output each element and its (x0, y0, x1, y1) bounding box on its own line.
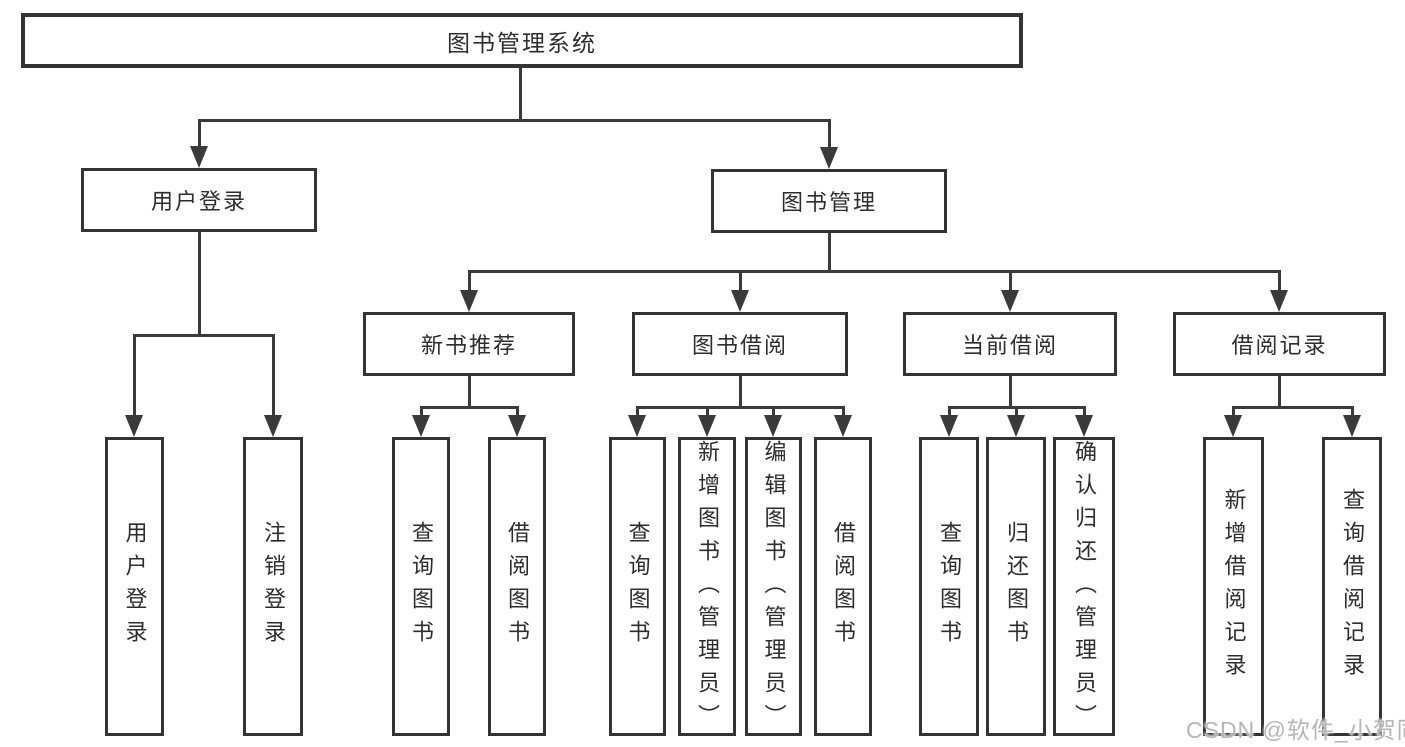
arrowhead-leaf-borrow-newrec (508, 415, 526, 437)
arrowhead-leaf-add-books (698, 415, 716, 437)
arrowhead-leaf-return-books (1007, 415, 1025, 437)
connector-book-management-stem (828, 233, 831, 273)
node-current-borrow: 当前借阅 (903, 312, 1117, 376)
arrowhead-leaf-logout (264, 415, 282, 437)
connector-to-leaf-query-current (948, 406, 951, 417)
leaf-add-borrow-record: 新增借阅记录 (1203, 437, 1264, 736)
leaf-query-books-current-label: 查询图书 (937, 520, 962, 653)
leaf-borrow-books-borrow-label: 借阅图书 (831, 520, 856, 653)
leaf-borrow-books-newrec: 借阅图书 (488, 437, 546, 736)
connector-borrow-records-branch (1232, 406, 1354, 409)
connector-to-leaf-query-borrow (636, 406, 639, 417)
connector-to-new-book-recommend (468, 270, 471, 293)
leaf-add-books-admin-label: 新增图书（管理员） (695, 440, 720, 737)
node-book-management: 图书管理 (711, 169, 947, 233)
connector-to-leaf-add-books (706, 406, 709, 417)
leaf-user-login-label: 用户登录 (122, 520, 148, 653)
connector-to-leaf-logout (272, 334, 275, 417)
node-root: 图书管理系统 (21, 13, 1023, 68)
leaf-confirm-return-admin-label: 确认归还（管理员） (1072, 440, 1097, 737)
connector-borrow-records-stem (1278, 376, 1281, 409)
leaf-query-books-borrow-label: 查询图书 (625, 520, 651, 653)
arrowhead-current-borrow (1001, 290, 1019, 312)
leaf-query-borrow-record: 查询借阅记录 (1322, 437, 1382, 736)
arrowhead-leaf-query-record (1343, 415, 1361, 437)
connector-to-leaf-query-record (1351, 406, 1354, 417)
arrowhead-new-book-recommend (460, 290, 478, 312)
leaf-add-books-admin: 新增图书（管理员） (678, 437, 736, 737)
connector-to-leaf-confirm-return (1083, 406, 1086, 417)
leaf-query-books-newrec-label: 查询图书 (409, 520, 434, 653)
connector-new-book-recommend-branch (420, 406, 519, 409)
leaf-logout-label: 注销登录 (261, 520, 286, 653)
csdn-watermark: CSDN @软件_小贺同学 (1186, 717, 1405, 743)
arrowhead-leaf-user-login (125, 415, 143, 437)
leaf-return-books: 归还图书 (986, 437, 1046, 736)
leaf-query-borrow-record-label: 查询借阅记录 (1340, 487, 1365, 686)
connector-to-book-borrow (739, 270, 742, 293)
connector-to-leaf-edit-books (772, 406, 775, 417)
leaf-user-login: 用户登录 (105, 437, 164, 736)
arrowhead-leaf-query-current (940, 415, 958, 437)
connector-book-management-branch (468, 270, 1281, 273)
connector-current-borrow-stem (1009, 376, 1012, 409)
leaf-query-books-newrec: 查询图书 (392, 437, 450, 736)
node-new-book-recommend: 新书推荐 (363, 312, 575, 376)
leaf-return-books-label: 归还图书 (1004, 520, 1029, 653)
leaf-query-books-borrow: 查询图书 (609, 437, 666, 736)
connector-to-leaf-add-record (1232, 406, 1235, 417)
connector-user-login-branch (133, 334, 275, 337)
arrowhead-leaf-confirm-return (1075, 415, 1093, 437)
connector-to-leaf-return-books (1015, 406, 1018, 417)
connector-user-login-stem (198, 232, 201, 336)
arrowhead-book-borrow (731, 290, 749, 312)
connector-to-user-login (198, 119, 201, 149)
arrowhead-borrow-records (1270, 290, 1288, 312)
connector-root-stem (519, 68, 522, 120)
node-borrow-records: 借阅记录 (1173, 312, 1386, 376)
connector-book-borrow-stem (739, 376, 742, 409)
connector-book-borrow-branch (636, 406, 845, 409)
arrowhead-leaf-query-borrow (628, 415, 646, 437)
connector-to-leaf-borrow-newrec (516, 406, 519, 417)
connector-to-borrow-records (1278, 270, 1281, 293)
leaf-edit-books-admin: 编辑图书（管理员） (745, 437, 802, 737)
connector-to-book-management (828, 119, 831, 150)
leaf-borrow-books-borrow: 借阅图书 (814, 437, 872, 736)
leaf-logout: 注销登录 (243, 437, 303, 736)
connector-new-book-recommend-stem (468, 376, 471, 409)
connector-to-leaf-borrow-books (842, 406, 845, 417)
connector-to-leaf-user-login (133, 334, 136, 417)
arrowhead-leaf-query-newrec (412, 415, 430, 437)
connector-root-branch (198, 119, 831, 122)
leaf-query-books-current: 查询图书 (919, 437, 979, 736)
node-user-login: 用户登录 (81, 168, 317, 232)
connector-to-leaf-query-newrec (420, 406, 423, 417)
node-book-borrow: 图书借阅 (632, 312, 848, 376)
leaf-confirm-return-admin: 确认归还（管理员） (1053, 437, 1115, 737)
leaf-add-borrow-record-label: 新增借阅记录 (1221, 487, 1247, 686)
arrowhead-user-login (190, 146, 208, 168)
arrowhead-leaf-add-record (1224, 415, 1242, 437)
connector-to-current-borrow (1009, 270, 1012, 293)
arrowhead-leaf-edit-books (764, 415, 782, 437)
arrowhead-book-management (820, 147, 838, 169)
leaf-edit-books-admin-label: 编辑图书（管理员） (761, 440, 787, 737)
arrowhead-leaf-borrow-books (834, 415, 852, 437)
leaf-borrow-books-newrec-label: 借阅图书 (505, 520, 530, 653)
